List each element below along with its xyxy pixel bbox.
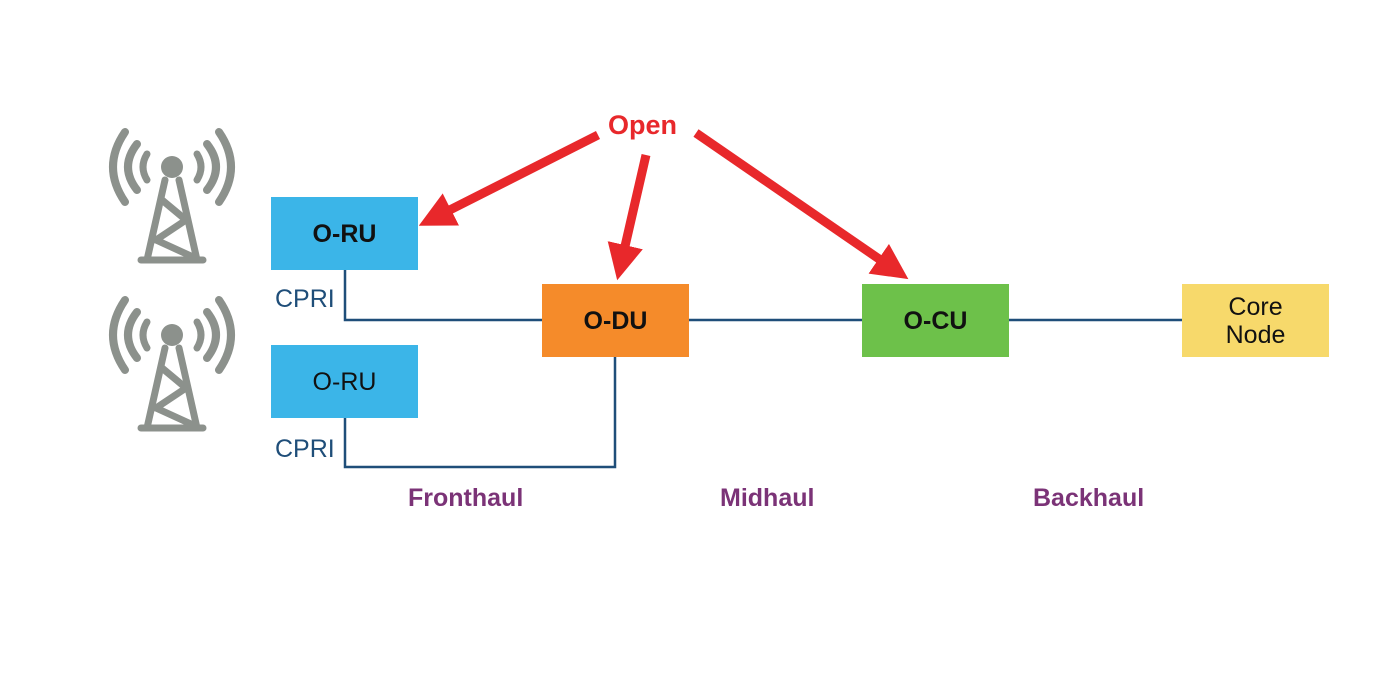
oru-bottom-label: O-RU xyxy=(312,367,377,396)
cpri-label-bottom: CPRI xyxy=(275,435,335,463)
cpri-label-top: CPRI xyxy=(275,285,335,313)
open-arrow-to-oru xyxy=(418,130,601,226)
oru-top-label: O-RU xyxy=(312,219,377,248)
oru-top-box: O-RU xyxy=(271,197,418,270)
cell-tower-icon xyxy=(109,296,235,432)
ocu-box: O-CU xyxy=(862,284,1009,357)
oru-bottom-box: O-RU xyxy=(271,345,418,418)
fronthaul-label: Fronthaul xyxy=(408,484,524,512)
core-node-label-line1: Core xyxy=(1228,292,1283,321)
core-node-box: Core Node xyxy=(1182,284,1329,357)
fronthaul-link-top xyxy=(343,270,542,322)
odu-label: O-DU xyxy=(583,306,648,335)
odu-box: O-DU xyxy=(542,284,689,357)
cell-tower-icon xyxy=(109,128,235,264)
open-arrow-to-ocu xyxy=(693,129,909,280)
midhaul-label: Midhaul xyxy=(720,484,815,512)
open-arrow-to-odu xyxy=(607,153,651,281)
ocu-label: O-CU xyxy=(903,306,968,335)
fronthaul-link-bottom xyxy=(343,357,617,469)
open-callout-label: Open xyxy=(608,110,678,140)
backhaul-label: Backhaul xyxy=(1033,484,1145,512)
core-node-label-line2: Node xyxy=(1225,320,1286,349)
